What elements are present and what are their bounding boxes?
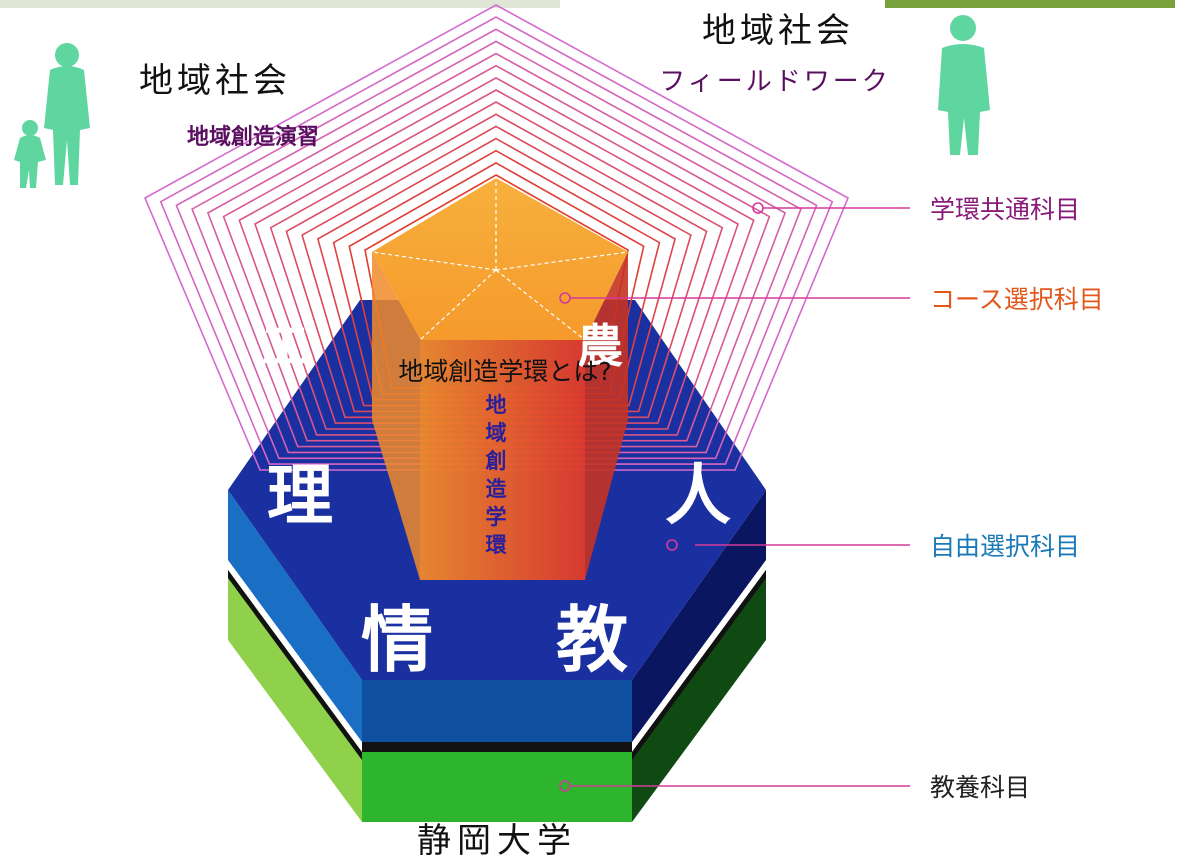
svg-text:学: 学 (486, 505, 507, 529)
faculty-humanities-label: 人 (665, 457, 731, 534)
adult-with-child-icon (14, 43, 90, 188)
legend-liberal-arts: 教養科目 (930, 773, 1030, 802)
faculty-science-label: 理 (267, 457, 333, 534)
svg-text:創: 創 (486, 449, 507, 473)
base-block-liberal-arts (228, 570, 766, 822)
central-prism (371, 178, 629, 580)
legend-pointers (559, 202, 910, 792)
right-community-subtitle: フィールドワーク (659, 67, 890, 97)
top-bar-left (0, 0, 560, 8)
svg-text:地: 地 (486, 393, 507, 417)
svg-text:造: 造 (486, 477, 508, 501)
top-bar-right (885, 0, 1175, 8)
faculty-education-label: 教 (556, 598, 628, 682)
legend-course-electives: コース選択科目 (930, 285, 1104, 314)
legend-common-courses: 学環共通科目 (930, 195, 1080, 224)
legend-free-electives: 自由選択科目 (930, 532, 1080, 561)
faculty-engineering-label: 工 (262, 319, 308, 373)
faculty-informatics-label: 情 (361, 598, 433, 682)
thinking-person-icon (938, 15, 990, 155)
overlay-title: 地域創造学環とは? (398, 357, 612, 386)
right-community-title: 地域社会 (702, 11, 854, 51)
faculty-agriculture-label: 農 (577, 319, 623, 373)
svg-text:域: 域 (486, 421, 507, 445)
left-community-title: 地域社会 (139, 61, 291, 101)
left-community-subtitle: 地域創造演習 (187, 124, 319, 150)
center-vertical-label: 地 域 創 造 学 環 (486, 393, 508, 557)
svg-text:環: 環 (486, 533, 508, 557)
university-name-label: 静岡大学 (417, 821, 577, 861)
